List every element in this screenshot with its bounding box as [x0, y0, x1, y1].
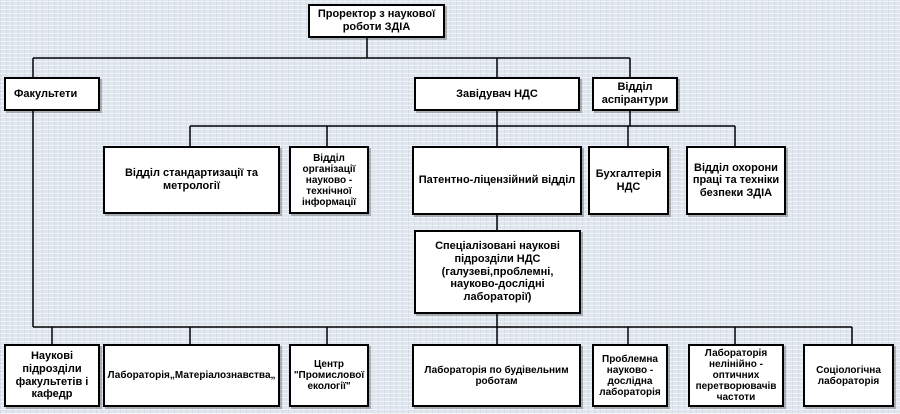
specialized-units-box: Спеціалізовані наукові підрозділи НДС (г…: [414, 230, 581, 314]
faculty-research-units-box: Наукові підрозділи факультетів і кафедр: [4, 344, 100, 407]
ndc-head-box: Завідувач НДС: [414, 77, 580, 111]
postgrad-dept-box: Відділ аспірантури: [592, 77, 678, 111]
problem-lab-box: Проблемна науково - дослідна лабораторія: [592, 344, 668, 407]
building-lab-box: Лабораторія по будівельним роботам: [412, 344, 581, 407]
labor-safety-dept-box: Відділ охорони праці та техніки безпеки …: [686, 146, 786, 215]
optics-lab-box: Лабораторія нелінійно - оптичних перетво…: [688, 344, 784, 407]
materials-lab-box: Лабораторія„Матеріалознавства„: [103, 344, 280, 407]
faculties-box: Факультети: [4, 77, 100, 111]
standardization-dept-box: Відділ стандартизації та метрології: [103, 146, 280, 214]
sci-info-dept-box: Відділ організації науково - технічної і…: [289, 146, 369, 214]
accounting-box: Бухгалтерія НДС: [588, 146, 669, 215]
sociology-lab-box: Соціологічна лабораторія: [803, 344, 894, 407]
patent-dept-box: Патентно-ліцензійний відділ: [412, 146, 582, 215]
prorector-box: Проректор з наукової роботи ЗДІА: [308, 4, 445, 38]
ecology-center-box: Центр "Промислової екології": [289, 344, 369, 407]
